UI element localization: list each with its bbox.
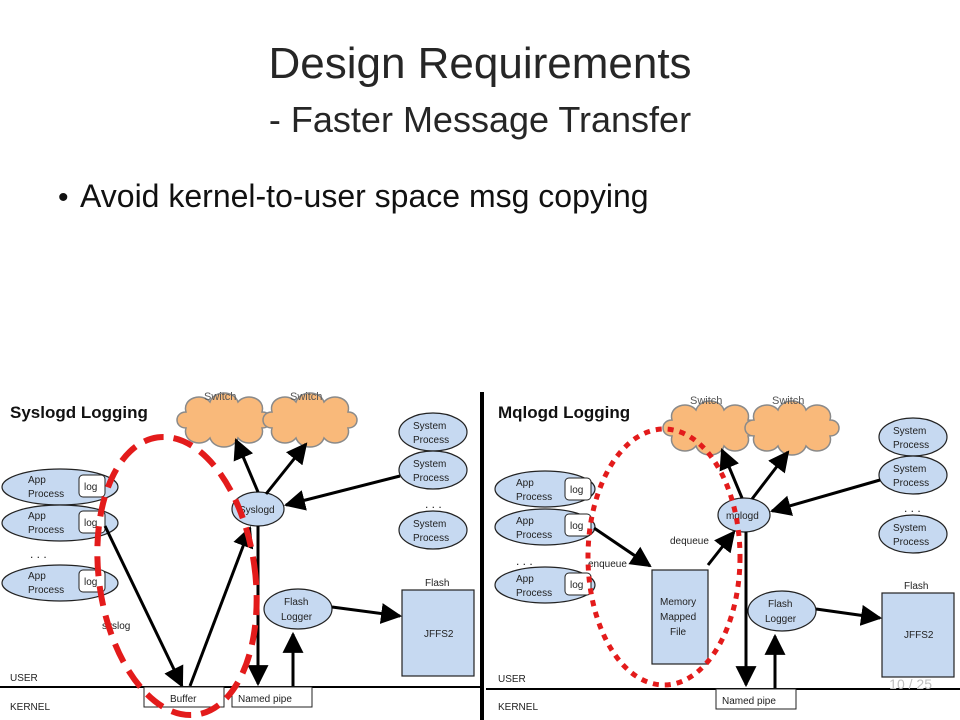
- svg-text:Process: Process: [516, 530, 552, 541]
- left-system-process-2: System Process: [398, 450, 468, 490]
- left-log-2: log: [84, 518, 97, 529]
- left-named-pipe-box: Named pipe: [231, 686, 313, 708]
- left-user-label: USER: [10, 673, 38, 684]
- left-log-1: log: [84, 482, 97, 493]
- left-app-process-2: App Process log: [1, 504, 119, 542]
- svg-text:Flash: Flash: [284, 597, 308, 608]
- svg-text:Mapped: Mapped: [660, 612, 696, 623]
- right-memory-mapped-file: Memory Mapped File: [651, 569, 709, 665]
- svg-text:log: log: [570, 580, 583, 591]
- right-app-process-2: App Process log: [494, 508, 596, 546]
- svg-text:Process: Process: [516, 492, 552, 503]
- svg-text:App: App: [516, 574, 534, 585]
- right-flash-label: Flash: [904, 581, 928, 592]
- left-switch-label-2: Switch: [290, 391, 322, 403]
- bullet-item: • Avoid kernel-to-user space msg copying: [58, 176, 649, 218]
- svg-text:System: System: [413, 421, 446, 432]
- right-named-pipe-box: Named pipe: [715, 688, 797, 710]
- svg-text:Buffer: Buffer: [170, 694, 197, 705]
- left-panel: Syslogd Logging Switch Switch App Proces…: [0, 391, 480, 719]
- right-system-process-3: System Process: [878, 514, 948, 554]
- svg-text:JFFS2: JFFS2: [904, 630, 934, 641]
- left-log-3: log: [84, 577, 97, 588]
- svg-text:App: App: [516, 516, 534, 527]
- svg-text:Logger: Logger: [281, 612, 313, 623]
- bullet-text: Avoid kernel-to-user space msg copying: [80, 178, 649, 214]
- right-switch-label-1: Switch: [690, 395, 722, 407]
- left-heading: Syslogd Logging: [10, 403, 148, 422]
- svg-text:Process: Process: [516, 588, 552, 599]
- left-ellipsis-apps: . . .: [30, 547, 47, 561]
- svg-text:App: App: [516, 478, 534, 489]
- right-switch-cloud-2: [744, 400, 840, 456]
- bullet-dot-icon: •: [58, 181, 69, 214]
- right-dequeue-label: dequeue: [670, 536, 709, 547]
- svg-text:File: File: [670, 627, 687, 638]
- svg-text:System: System: [893, 464, 926, 475]
- right-switch-label-2: Switch: [772, 395, 804, 407]
- right-system-process-2: System Process: [878, 455, 948, 495]
- svg-text:Process: Process: [893, 440, 929, 451]
- svg-text:Logger: Logger: [765, 614, 797, 625]
- right-highlight-ellipse: [585, 426, 743, 688]
- left-ellipsis-sys: . . .: [425, 497, 442, 511]
- svg-text:JFFS2: JFFS2: [424, 629, 454, 640]
- svg-text:Named pipe: Named pipe: [238, 694, 292, 705]
- page-number: 10 / 25: [889, 676, 932, 692]
- left-kernel-label: KERNEL: [10, 702, 50, 713]
- left-flash-label: Flash: [425, 578, 449, 589]
- svg-text:Syslogd: Syslogd: [239, 505, 275, 516]
- svg-text:System: System: [413, 519, 446, 530]
- right-enqueue-label: enqueue: [588, 559, 627, 570]
- left-app-3-l1: App: [28, 571, 46, 582]
- svg-text:log: log: [570, 485, 583, 496]
- right-system-process-1: System Process: [878, 417, 948, 457]
- left-jffs2-box: JFFS2: [401, 589, 475, 677]
- svg-text:Memory: Memory: [660, 597, 696, 608]
- svg-text:Process: Process: [413, 473, 449, 484]
- svg-text:mqlogd: mqlogd: [726, 511, 759, 522]
- svg-text:Named pipe: Named pipe: [722, 696, 776, 707]
- svg-text:Process: Process: [413, 533, 449, 544]
- right-ellipsis-apps: . . .: [516, 554, 533, 568]
- svg-text:System: System: [893, 523, 926, 534]
- svg-text:log: log: [570, 521, 583, 532]
- slide-title: Design Requirements: [268, 39, 692, 88]
- svg-text:Process: Process: [893, 537, 929, 548]
- right-switch-cloud-1: [662, 400, 758, 456]
- left-system-process-3: System Process: [398, 510, 468, 550]
- right-ellipsis-sys: . . .: [904, 501, 921, 515]
- left-buffer-box: Buffer: [143, 686, 225, 708]
- left-app-2-l2: Process: [28, 525, 64, 536]
- svg-text:System: System: [893, 426, 926, 437]
- slide-subtitle: - Faster Message Transfer: [268, 99, 692, 140]
- left-syslog-label: syslog: [102, 621, 130, 632]
- right-kernel-label: KERNEL: [498, 702, 538, 713]
- right-panel: Mqlogd Logging Switch Switch App Process…: [486, 395, 960, 713]
- left-app-2-l1: App: [28, 511, 46, 522]
- right-app-process-3: App Process log: [494, 566, 596, 604]
- left-switch-label-1: Switch: [204, 391, 236, 403]
- left-highlight-ellipse: [94, 433, 260, 719]
- left-app-3-l2: Process: [28, 585, 64, 596]
- right-heading: Mqlogd Logging: [498, 403, 630, 422]
- svg-text:Process: Process: [893, 478, 929, 489]
- right-app-process-1: App Process log: [494, 470, 596, 508]
- left-app-1-l1: App: [28, 475, 46, 486]
- left-system-process-1: System Process: [398, 412, 468, 452]
- left-app-process-1: App Process log: [1, 468, 119, 506]
- right-user-label: USER: [498, 674, 526, 685]
- svg-text:System: System: [413, 459, 446, 470]
- svg-text:Flash: Flash: [768, 599, 792, 610]
- svg-text:Process: Process: [413, 435, 449, 446]
- right-jffs2-box: JFFS2: [881, 592, 955, 678]
- left-flash-logger: Flash Logger: [263, 588, 333, 630]
- right-mqlogd-node: mqlogd: [717, 497, 771, 533]
- right-flash-logger: Flash Logger: [747, 590, 817, 632]
- left-app-1-l2: Process: [28, 489, 64, 500]
